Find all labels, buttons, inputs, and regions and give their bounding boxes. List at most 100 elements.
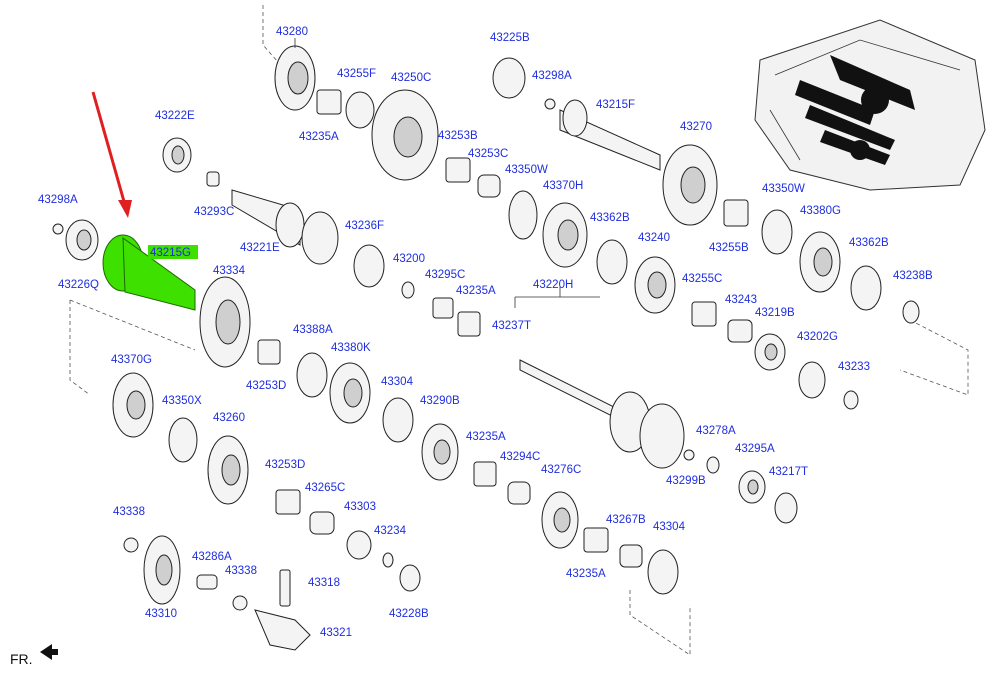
sleeve-43243	[727, 319, 753, 343]
ring-43304-b	[647, 549, 679, 595]
label-43235A: 43235A	[299, 131, 339, 143]
label-43250C: 43250C	[391, 72, 431, 84]
label-43222E: 43222E	[155, 110, 195, 122]
bearing-43253D-a	[257, 339, 281, 365]
label-43240: 43240	[638, 232, 670, 244]
sleeve-43265C	[309, 511, 335, 535]
label-43265C: 43265C	[305, 482, 345, 494]
label-43235A: 43235A	[466, 431, 506, 443]
label-43270: 43270	[680, 121, 712, 133]
label-43255C: 43255C	[682, 273, 722, 285]
label-43221E: 43221E	[240, 242, 280, 254]
label-43304: 43304	[653, 521, 686, 533]
label-43380K: 43380K	[331, 342, 371, 354]
label-43267B: 43267B	[606, 514, 646, 526]
bearing-43235A-d	[583, 527, 609, 553]
sleeve-43253C	[477, 174, 501, 198]
shaft-43220H	[519, 359, 685, 469]
ring-43293C	[206, 171, 220, 187]
bearing-43235A-b	[457, 311, 481, 337]
label-43303: 43303	[344, 501, 376, 513]
label-43350W: 43350W	[762, 183, 805, 195]
label-43253D: 43253D	[265, 459, 305, 471]
label-43318: 43318	[308, 577, 340, 589]
gear-43290B	[421, 423, 459, 481]
label-43253C: 43253C	[468, 148, 508, 160]
label-43295C: 43295C	[425, 269, 465, 281]
highlighted-shaft-43215G[interactable]	[102, 234, 198, 311]
label-43286A: 43286A	[192, 551, 232, 563]
label-43362B: 43362B	[849, 237, 889, 249]
ring-43338-a	[123, 537, 139, 553]
label-43310: 43310	[145, 608, 177, 620]
shift-43321	[254, 609, 311, 651]
sleeve-43294C	[507, 481, 531, 505]
pin-43286A	[196, 574, 218, 590]
transmission-housing-image	[754, 19, 986, 191]
label-43298A: 43298A	[532, 70, 572, 82]
label-43370H: 43370H	[543, 180, 583, 192]
label-43235A: 43235A	[456, 285, 496, 297]
label-43255B: 43255B	[709, 242, 749, 254]
ring-43350X	[168, 417, 198, 463]
ring-43236F	[353, 244, 385, 288]
label-43220H: 43220H	[533, 279, 573, 291]
label-43253D: 43253D	[246, 380, 286, 392]
ring-43350W-b	[761, 209, 793, 255]
gear-43310	[143, 535, 181, 605]
label-43290B: 43290B	[420, 395, 460, 407]
gear-43334	[199, 276, 251, 368]
label-43298A: 43298A	[38, 194, 78, 206]
label-43219B: 43219B	[755, 307, 795, 319]
gear-43240	[634, 256, 676, 314]
label-43225B: 43225B	[490, 32, 530, 44]
bearing-43235A-a	[316, 89, 342, 115]
ring-43228B	[399, 564, 421, 592]
ring-43233	[843, 390, 859, 410]
bearing-43295A	[738, 470, 766, 504]
label-43350X: 43350X	[162, 395, 202, 407]
hub-43370G	[112, 372, 154, 438]
hub-43380K	[329, 362, 371, 424]
label-43276C: 43276C	[541, 464, 581, 476]
label-43237T: 43237T	[492, 320, 531, 332]
bearing-43235A-c	[473, 461, 497, 487]
bearing-43253D-b	[275, 489, 301, 515]
label-43200: 43200	[393, 253, 425, 265]
ring-43234	[382, 552, 394, 568]
label-43338: 43338	[113, 506, 145, 518]
label-43278A: 43278A	[696, 425, 736, 437]
front-arrow-icon	[40, 644, 58, 660]
label-43253B: 43253B	[438, 130, 478, 142]
gear-43255F	[345, 91, 375, 129]
label-43226Q: 43226Q	[58, 279, 99, 291]
front-label: FR.	[10, 651, 33, 667]
label-43388A: 43388A	[293, 324, 333, 336]
label-43228B: 43228B	[389, 608, 429, 620]
label-43243: 43243	[725, 294, 757, 306]
label-43294C: 43294C	[500, 451, 540, 463]
label-43202G: 43202G	[797, 331, 838, 343]
label-43321: 43321	[320, 627, 352, 639]
gear-43260	[207, 435, 249, 505]
shaft-43215F	[559, 99, 661, 171]
bearing-43219B	[754, 333, 786, 371]
hub-43370H	[542, 202, 588, 268]
label-43334: 43334	[213, 265, 246, 277]
ring-43217T	[774, 492, 798, 524]
label-43362B: 43362B	[590, 212, 630, 224]
label-43304: 43304	[381, 376, 414, 388]
red-arrow-icon	[91, 91, 132, 218]
shaft-43221E	[231, 189, 339, 265]
label-43350W: 43350W	[505, 164, 548, 176]
label-43338: 43338	[225, 565, 257, 577]
gear-43280	[274, 45, 316, 111]
label-43260: 43260	[213, 412, 245, 424]
ring-43238B	[902, 300, 920, 324]
ring-43298A-left	[52, 223, 64, 235]
label-43234: 43234	[374, 525, 407, 537]
label-43280: 43280	[276, 26, 308, 38]
label-43217T: 43217T	[769, 466, 808, 478]
bolt-43318	[279, 569, 291, 607]
